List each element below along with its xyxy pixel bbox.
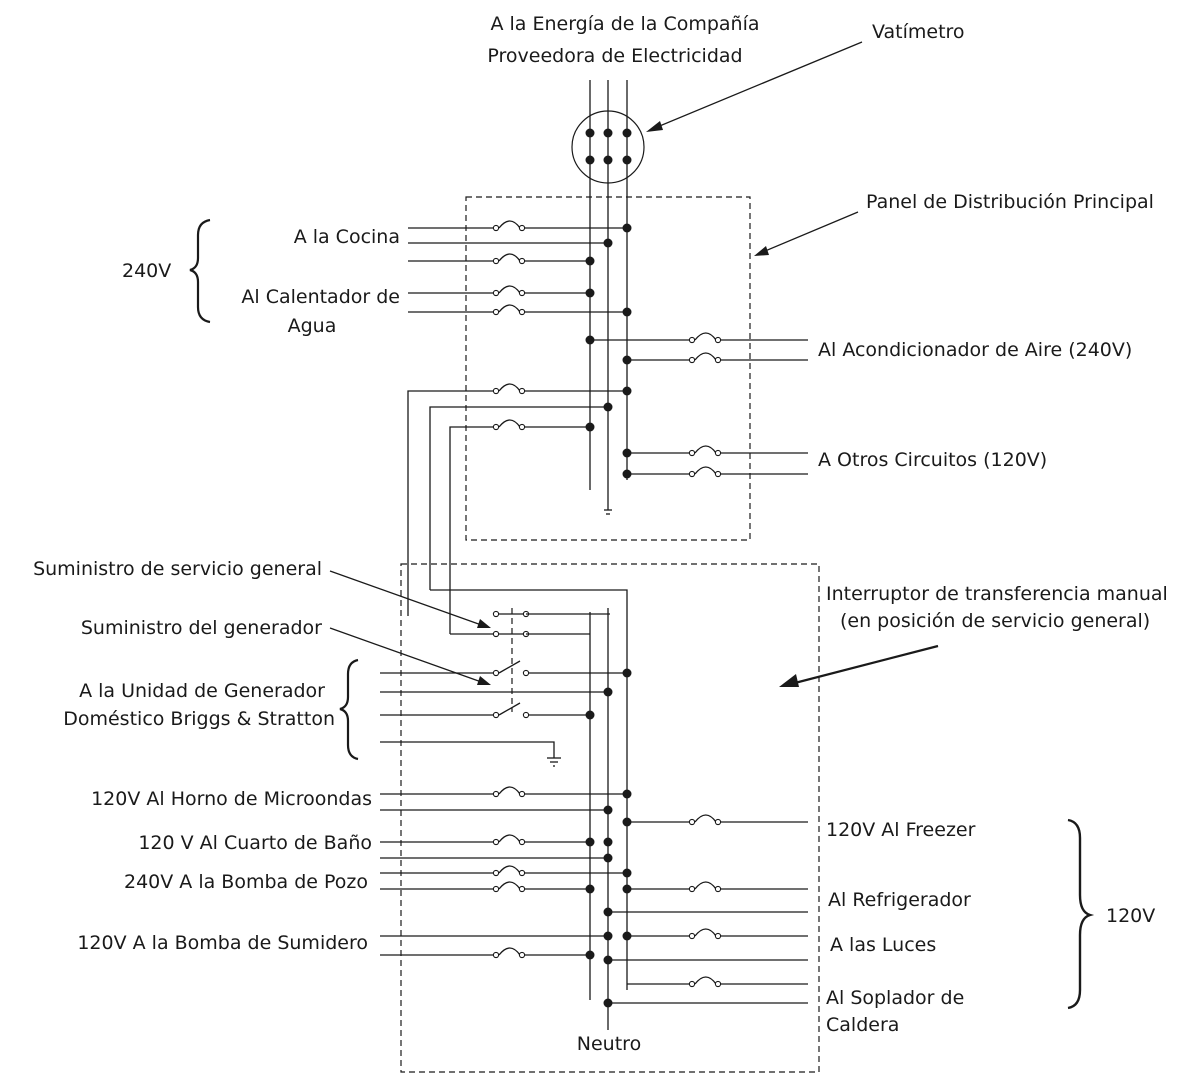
bomba-pozo-label: 240V A la Bomba de Pozo: [124, 871, 368, 893]
luces-label: A las Luces: [830, 934, 936, 956]
soplador-label-line2: Caldera: [826, 1014, 899, 1036]
freezer-label: 120V Al Freezer: [826, 819, 976, 841]
bano-label: 120 V Al Cuarto de Baño: [138, 832, 372, 854]
bracket-240v-label: 240V: [122, 260, 171, 282]
cocina-label: A la Cocina: [294, 226, 400, 248]
calentador-label-line1: Al Calentador de: [241, 286, 400, 308]
unidad-generador-label-line1: A la Unidad de Generador: [79, 680, 325, 702]
bomba-sumidero-label: 120V A la Bomba de Sumidero: [77, 932, 368, 954]
main-panel-label: Panel de Distribución Principal: [866, 191, 1154, 213]
transfer-switch-label-line2: (en posición de servicio general): [840, 610, 1150, 632]
meter-label: Vatímetro: [872, 21, 965, 43]
bracket-generator: [339, 658, 359, 761]
neutro-label: Neutro: [577, 1033, 641, 1055]
generador-supply-label: Suministro del generador: [81, 617, 322, 639]
main-panel-box: [465, 196, 751, 541]
pointer-arrows: [329, 41, 939, 687]
soplador-label-line1: Al Soplador de: [826, 987, 964, 1009]
utility-label-line2: Proveedora de Electricidad: [487, 45, 742, 67]
acondicionador-label: Al Acondicionador de Aire (240V): [818, 339, 1132, 361]
main-panel-circuits: [407, 220, 808, 634]
transfer-switch-internals: [380, 589, 808, 1030]
calentador-label-line2: Agua: [288, 315, 337, 337]
transfer-switch-label-line1: Interruptor de transferencia manual: [826, 583, 1168, 605]
transfer-switch-box: [400, 563, 820, 1073]
refrigerador-label: Al Refrigerador: [828, 889, 971, 911]
bracket-120v: [1067, 818, 1095, 1010]
bracket-120v-label: 120V: [1106, 905, 1155, 927]
otros-label: A Otros Circuitos (120V): [818, 449, 1047, 471]
microondas-label: 120V Al Horno de Microondas: [91, 788, 372, 810]
utility-feed: [589, 80, 628, 515]
utility-label-line1: A la Energía de la Compañía: [490, 13, 759, 35]
servicio-general-label: Suministro de servicio general: [33, 558, 322, 580]
unidad-generador-label-line2: Doméstico Briggs & Stratton: [63, 708, 335, 730]
watt-meter-symbol: [571, 110, 645, 184]
bracket-240v: [189, 218, 211, 324]
